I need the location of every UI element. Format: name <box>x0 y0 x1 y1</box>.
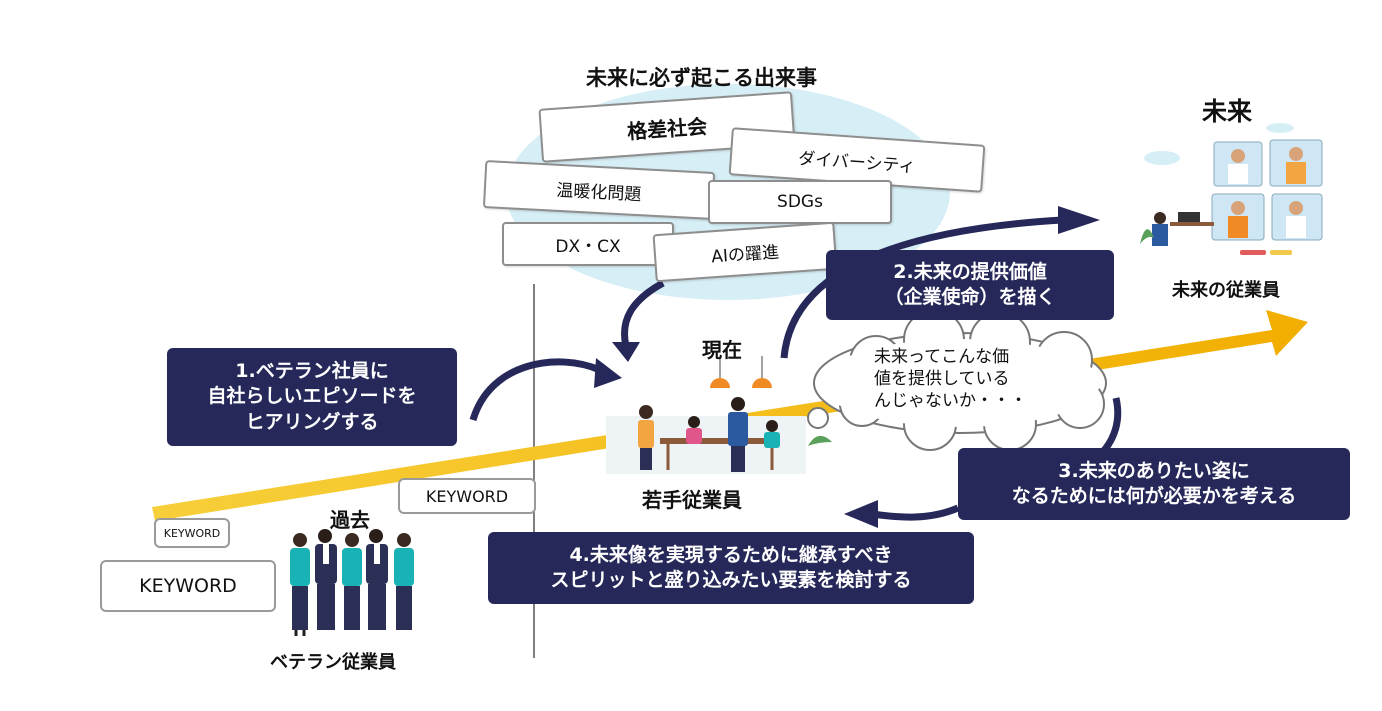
veteran-employee-label: ベテラン従業員 <box>270 652 396 673</box>
curve-arrow-step4-head <box>844 500 878 528</box>
curve-arrow-step1 <box>469 358 602 422</box>
step-1-line: 1.ベテラン社員に <box>235 360 389 383</box>
event-label: ダイバーシティ <box>797 148 917 177</box>
future-employees-illustration <box>1140 123 1323 255</box>
thought-line: 未来ってこんな価 <box>874 347 1010 367</box>
step-4-line: 4.未来像を実現するために継承すべき <box>569 543 893 566</box>
curve-arrow-future-head <box>1058 206 1100 234</box>
step-2-line: （企業使命）を描く <box>884 286 1056 308</box>
step-3-line: 3.未来のありたい姿に <box>1058 459 1250 482</box>
curve-arrow-step4 <box>871 504 960 521</box>
keyword-text: KEYWORD <box>425 486 509 506</box>
thought-text: 未来ってこんな価 値を提供している んじゃないか・・・ <box>874 346 1027 412</box>
keyword-text: KEYWORD <box>139 575 237 597</box>
event-label: SDGs <box>777 192 823 212</box>
step-1-line: 自社らしいエピソードを <box>207 385 417 408</box>
event-box-sdgs: SDGs <box>708 180 892 224</box>
keyword-bubble-medium: KEYWORD <box>398 478 536 514</box>
event-label: AIの躍進 <box>710 242 780 267</box>
thought-cloud <box>777 309 1107 451</box>
keyword-text: KEYWORD <box>163 526 221 540</box>
step-box-1: 1.ベテラン社員に 自社らしいエピソードを ヒアリングする <box>167 348 457 446</box>
step-2-line: 2.未来の提供価値 <box>893 260 1047 283</box>
keyword-bubble-small: KEYWORD <box>154 518 230 548</box>
event-box-dx-cx: DX・CX <box>502 222 674 266</box>
future-employee-label: 未来の従業員 <box>1172 280 1280 301</box>
keyword-bubble-large: KEYWORD <box>100 560 276 612</box>
step-4-line: スピリットと盛り込みたい要素を検討する <box>550 569 912 591</box>
timeline-arrow <box>152 310 1308 521</box>
event-label: 格差社会 <box>626 113 708 144</box>
young-employee-label: 若手従業員 <box>642 488 742 512</box>
thought-line: 値を提供している <box>874 369 1010 390</box>
past-label: 過去 <box>330 508 370 532</box>
step-3-line: なるためには何が必要かを考える <box>1011 485 1297 507</box>
step-1-line: ヒアリングする <box>245 410 379 433</box>
veteran-employees-illustration <box>290 529 414 636</box>
curve-arrow-events-head <box>612 342 640 362</box>
young-employees-illustration <box>606 356 832 474</box>
present-label: 現在 <box>702 338 742 362</box>
curve-arrow-events <box>621 279 665 347</box>
step-box-2: 2.未来の提供価値 （企業使命）を描く <box>826 250 1114 320</box>
step-box-4: 4.未来像を実現するために継承すべき スピリットと盛り込みたい要素を検討する <box>488 532 974 604</box>
event-label: 温暖化問題 <box>555 180 642 205</box>
curve-arrow-step1-head <box>594 358 622 388</box>
future-label: 未来 <box>1202 97 1253 126</box>
events-title: 未来に必ず起こる出来事 <box>586 66 817 90</box>
thought-line: んじゃないか・・・ <box>874 391 1027 412</box>
event-label: DX・CX <box>555 236 621 257</box>
step-box-3: 3.未来のありたい姿に なるためには何が必要かを考える <box>958 448 1350 520</box>
